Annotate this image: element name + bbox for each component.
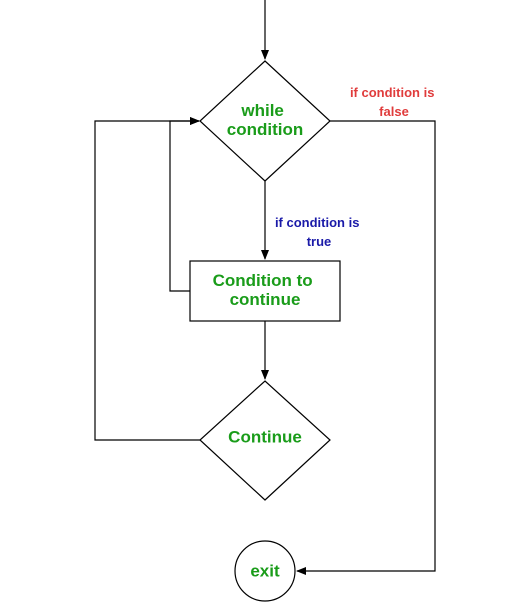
while-condition-text: while condition [227, 101, 303, 139]
condition-to-continue-line-1: Condition to [213, 271, 313, 290]
continue-label: Continue [228, 427, 302, 446]
true-branch-label-line-1: if condition is [275, 215, 360, 230]
condition-to-continue-line-2: continue [230, 290, 301, 309]
exit-terminal [234, 540, 296, 602]
while-condition-decision [199, 60, 331, 182]
condition-to-continue-process [189, 260, 341, 322]
false-branch-label: if condition is false [350, 85, 438, 119]
exit-label: exit [250, 561, 280, 580]
true-branch-label-line-2: true [307, 234, 332, 249]
continue-loopback-arrow [94, 117, 200, 441]
false-branch-label-line-2: false [379, 104, 409, 119]
while-condition-line-1: while [240, 101, 284, 120]
true-branch-label: if condition is true [275, 215, 363, 249]
continue-decision [199, 380, 331, 501]
condition-to-continue-text: Condition to continue [213, 271, 318, 309]
false-branch-label-line-1: if condition is [350, 85, 435, 100]
while-condition-line-2: condition [227, 120, 303, 139]
false-branch-arrow [296, 120, 436, 575]
